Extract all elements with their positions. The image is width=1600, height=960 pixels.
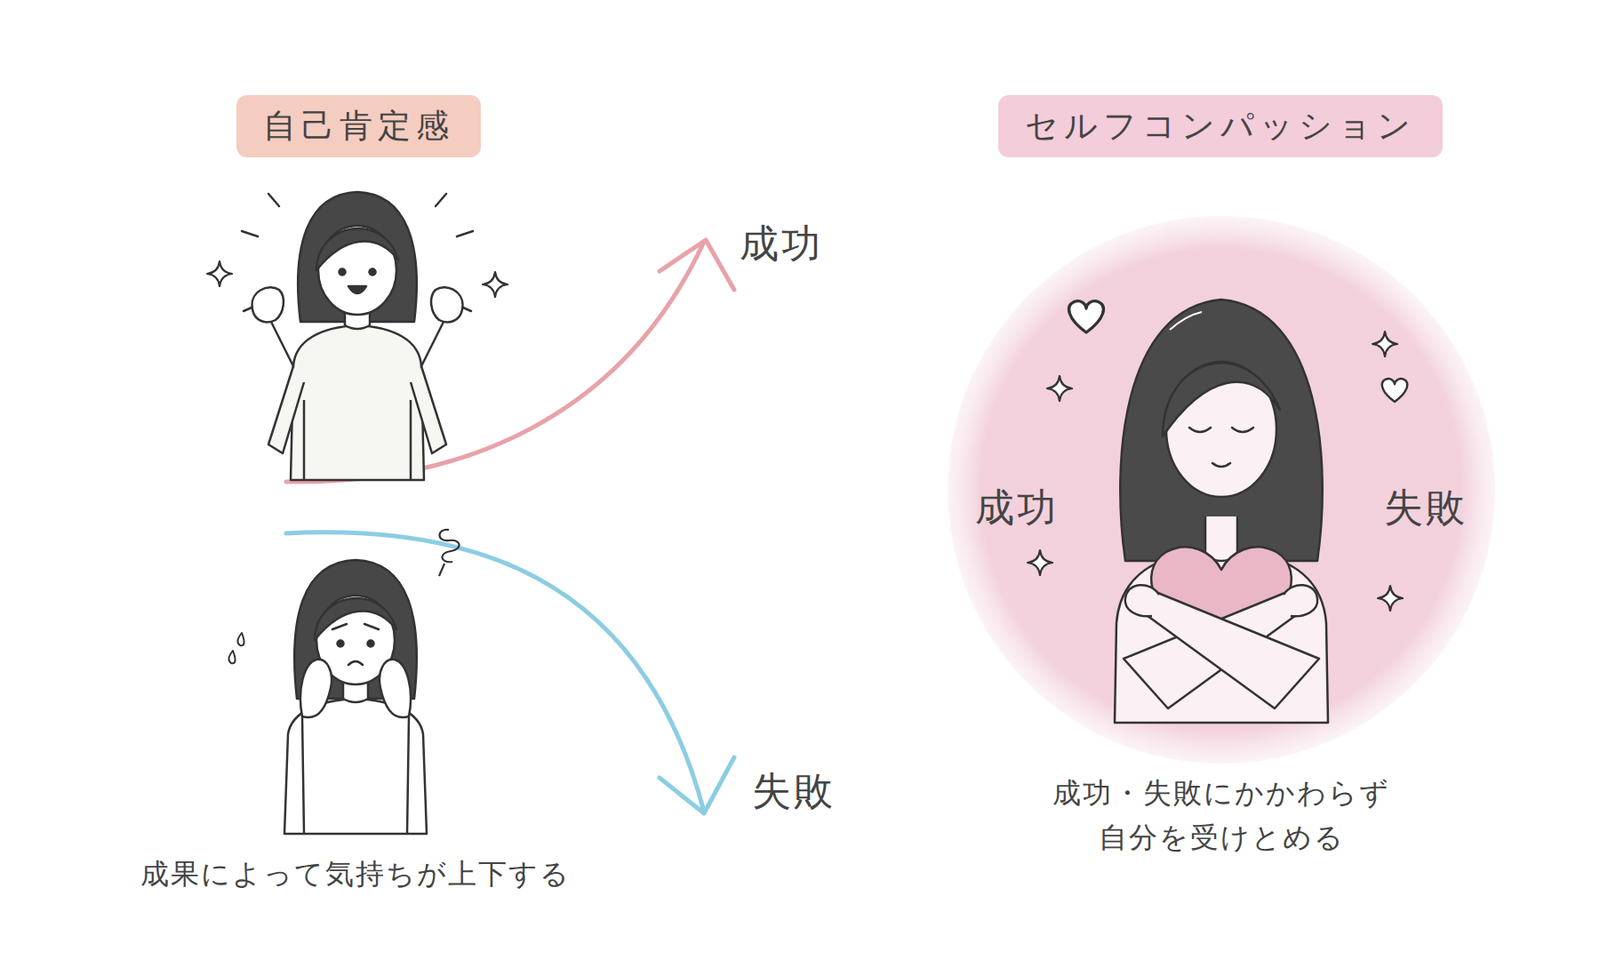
caption: 成功・失敗にかかわらず 自分を受けとめる: [1043, 771, 1400, 860]
heading-text: セルフコンパッション: [1024, 104, 1416, 149]
outcome-label: 成功: [739, 217, 824, 271]
outcome-label: 失敗: [1384, 481, 1468, 535]
heading-text: 自己肯定感: [263, 104, 455, 149]
outcome-label: 成功: [975, 481, 1059, 535]
heading-box: セルフコンパッション: [998, 95, 1443, 158]
heading-box: 自己肯定感: [236, 95, 481, 158]
caption: 成果によって気持ちが上下する: [140, 855, 571, 895]
circle-region: 成功 失敗: [945, 214, 1497, 766]
outcome-label: 失敗: [752, 765, 836, 818]
